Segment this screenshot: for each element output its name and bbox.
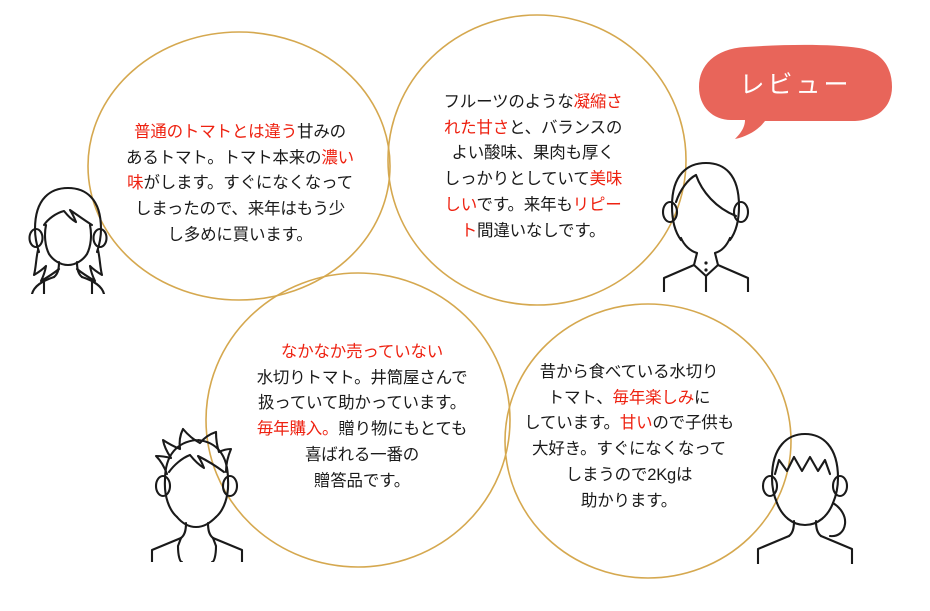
review-circle-2 — [387, 14, 687, 306]
review-callout: レビュー — [693, 43, 898, 143]
review-callout-label: レビュー — [739, 71, 852, 99]
review-circle-1 — [87, 31, 391, 301]
speech-bubble-tail-icon — [699, 44, 892, 140]
review-3-text: なかなか売っていない 水切りトマト。井筒屋さんで 扱っていて助かっています。 毎… — [256, 343, 468, 490]
review-circle-4 — [504, 303, 792, 579]
review-4-text: 昔から食べている水切り トマト、毎年楽しみに しています。甘いので子供も 大好き… — [524, 363, 734, 510]
avatar-person-ponytail-icon — [756, 432, 854, 564]
review-2-text: フルーツのような凝縮さ れた甘さと、バランスの よい酸味、果肉も厚く しっかりと… — [443, 93, 623, 240]
review-1-text: 普通のトマトとは違う甘みの あるトマト。トマト本来の濃い 味がします。すぐになく… — [126, 123, 354, 244]
avatar-woman-long-hair-icon — [28, 186, 108, 294]
avatar-man-collared-shirt-icon — [661, 161, 750, 292]
review-circle-3 — [205, 272, 511, 568]
avatar-man-spiky-hair-icon — [150, 427, 244, 562]
